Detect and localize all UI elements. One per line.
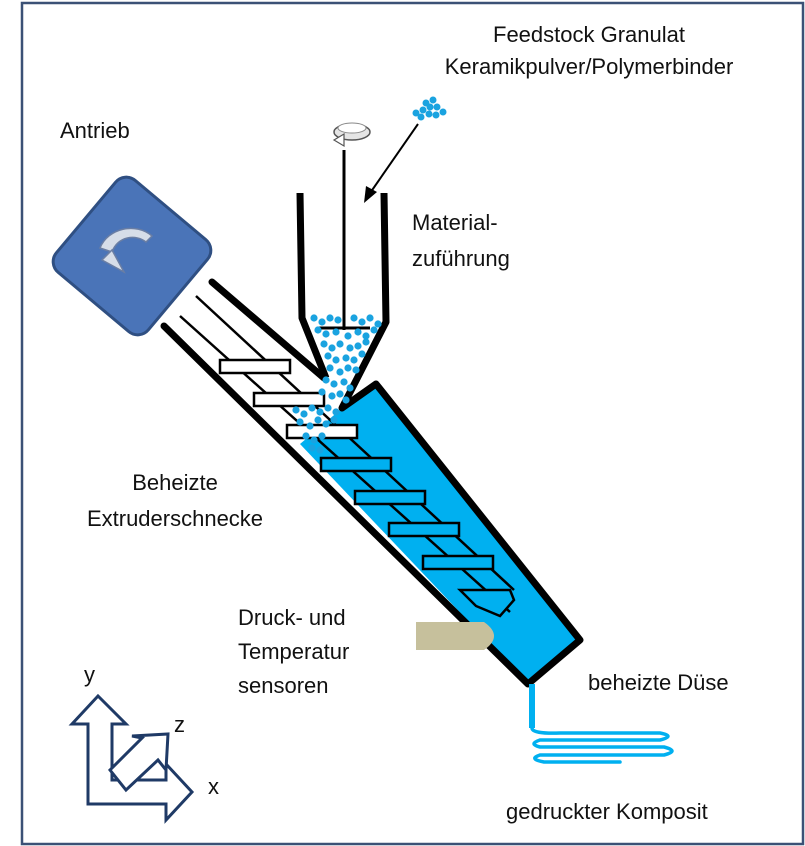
granule [352, 366, 360, 374]
feedstock-label-line-1: Feedstock Granulat [493, 22, 685, 47]
granule [334, 316, 342, 324]
granule [320, 340, 328, 348]
heated-screw-label-line-2: Extruderschnecke [86, 506, 264, 531]
drive-motor [51, 175, 213, 337]
granule [308, 404, 316, 412]
granule [346, 384, 354, 392]
granule [300, 410, 308, 418]
granule [318, 388, 326, 396]
granule [316, 446, 324, 454]
material-feed-label-line-2: zuführung [412, 246, 510, 271]
axis-x-label: x [208, 774, 219, 799]
granule [306, 422, 314, 430]
granule [336, 390, 344, 398]
granule [366, 314, 374, 322]
sensors-label-line-3: sensoren [238, 673, 329, 698]
granule [310, 436, 318, 444]
granule [350, 356, 358, 364]
granule [302, 432, 310, 440]
material-feed-label: Material- zuführung [412, 210, 510, 272]
axis-y-label: y [84, 662, 95, 687]
granule [344, 332, 352, 340]
material-feed-label-line-1: Material- [412, 210, 498, 235]
axis-z-label: z [174, 712, 185, 737]
granule [370, 326, 378, 334]
granule [332, 356, 340, 364]
granule [344, 364, 352, 372]
granule [324, 404, 332, 412]
granule [322, 376, 330, 384]
granule [362, 332, 370, 340]
granule [308, 444, 316, 452]
granule [328, 392, 336, 400]
granules-in-hopper [292, 314, 382, 454]
granule [336, 340, 344, 348]
diagram-frame [20, 1, 805, 846]
granule [296, 418, 304, 426]
extruder-barrel [160, 278, 584, 688]
pressure-temperature-sensor [416, 622, 494, 650]
rotation-arrow-icon [332, 122, 371, 148]
granule [342, 396, 350, 404]
feedstock-label-line-2: Keramikpulver/Polymerbinder [444, 54, 734, 79]
granule [314, 326, 322, 334]
printed-composite [530, 726, 674, 764]
granule [336, 368, 344, 376]
granule [350, 314, 358, 322]
granule [322, 420, 330, 428]
heated-screw-label: Beheizte Extruderschnecke [50, 470, 300, 532]
granule [330, 380, 338, 388]
sensors-label: Druck- und Temperatur sensoren [238, 605, 349, 699]
granule [354, 342, 362, 350]
granule [328, 344, 336, 352]
sensors-label-line-1: Druck- und [238, 605, 346, 630]
sensors-label-line-2: Temperatur [238, 639, 350, 664]
granule [342, 354, 350, 362]
granule [326, 314, 334, 322]
granule [362, 338, 370, 346]
granule [324, 352, 332, 360]
granule [340, 378, 348, 386]
granule [358, 350, 366, 358]
feed-arrow [367, 123, 419, 197]
heated-screw-label-line-1: Beheizte [132, 470, 218, 495]
granule [332, 328, 340, 336]
granule [326, 364, 334, 372]
granule [322, 330, 330, 338]
curved-arrow-icon [99, 227, 154, 274]
granule [292, 406, 300, 414]
feedstock-label: Feedstock Granulat Keramikpulver/Polymer… [390, 22, 788, 80]
screw-flights [218, 358, 516, 618]
granule [358, 318, 366, 326]
granule [332, 408, 340, 416]
granule [318, 432, 326, 440]
feed-arrow-head [364, 186, 377, 203]
printed-composite-label: gedruckter Komposit [506, 799, 708, 824]
granule [354, 328, 362, 336]
granule [346, 344, 354, 352]
nozzle-label: beheizte Düse [588, 670, 729, 695]
granule [330, 416, 338, 424]
granule [310, 314, 318, 322]
drive-label: Antrieb [60, 118, 130, 143]
granule [318, 318, 326, 326]
granule [374, 320, 382, 328]
granule-cluster [412, 96, 447, 121]
coordinate-axes-icon [68, 693, 195, 824]
material-hopper [296, 192, 390, 410]
granule [314, 416, 322, 424]
granule [316, 408, 324, 416]
